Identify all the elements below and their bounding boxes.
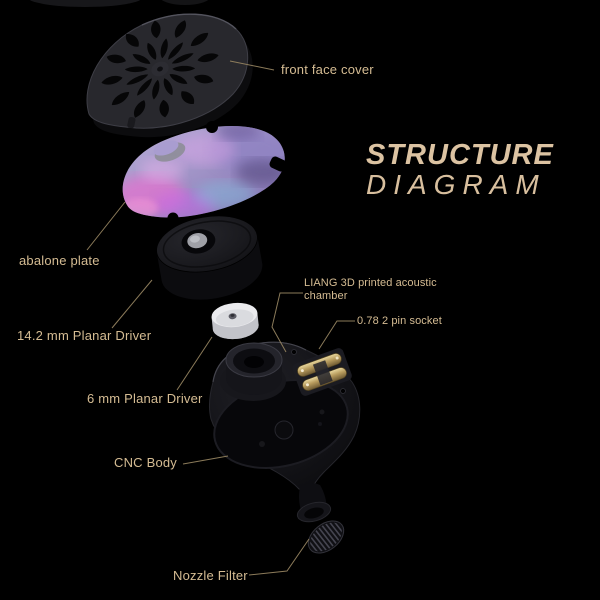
abalone-plate-graphic — [122, 121, 287, 224]
pin-socket-line — [318, 320, 355, 350]
label-planar-driver-142: 14.2 mm Planar Driver — [17, 328, 152, 343]
leader-lines — [86, 60, 355, 576]
nozzle-graphic — [296, 483, 332, 523]
label-nozzle-filter: Nozzle Filter — [173, 568, 248, 583]
label-acoustic-chamber: LIANG 3D printed acoustic chamber — [304, 277, 437, 302]
planar-driver-6-graphic — [211, 302, 259, 340]
top-edge-artifact — [29, 0, 209, 7]
cnc-body-graphic — [209, 341, 361, 523]
nozzle-filter-graphic — [304, 516, 348, 558]
title-line-structure: STRUCTURE — [366, 139, 554, 171]
planar-driver-6-line — [176, 336, 213, 391]
nozzle-filter-line — [248, 538, 310, 576]
abalone-plate-line — [86, 201, 126, 251]
pin-socket-graphic — [292, 348, 352, 396]
planar-driver-142-line — [111, 279, 153, 329]
cnc-body-line — [182, 455, 229, 465]
title-line-diagram: DIAGRAM — [366, 169, 546, 200]
label-front-face-cover: front face cover — [281, 62, 374, 77]
label-planar-driver-6: 6 mm Planar Driver — [87, 391, 203, 406]
planar-driver-142-graphic — [156, 215, 263, 300]
label-cnc-body: CNC Body — [114, 455, 178, 470]
diagram-title: STRUCTURE DIAGRAM — [366, 139, 554, 201]
front-face-cover-graphic — [86, 13, 253, 138]
label-pin-socket: 0.78 2 pin socket — [357, 315, 442, 327]
front-face-cover-line — [229, 60, 275, 71]
acoustic-chamber-graphic — [220, 342, 286, 401]
label-abalone-plate: abalone plate — [19, 253, 100, 268]
acoustic-chamber-line — [271, 292, 303, 353]
rose-window-pattern — [100, 19, 220, 119]
